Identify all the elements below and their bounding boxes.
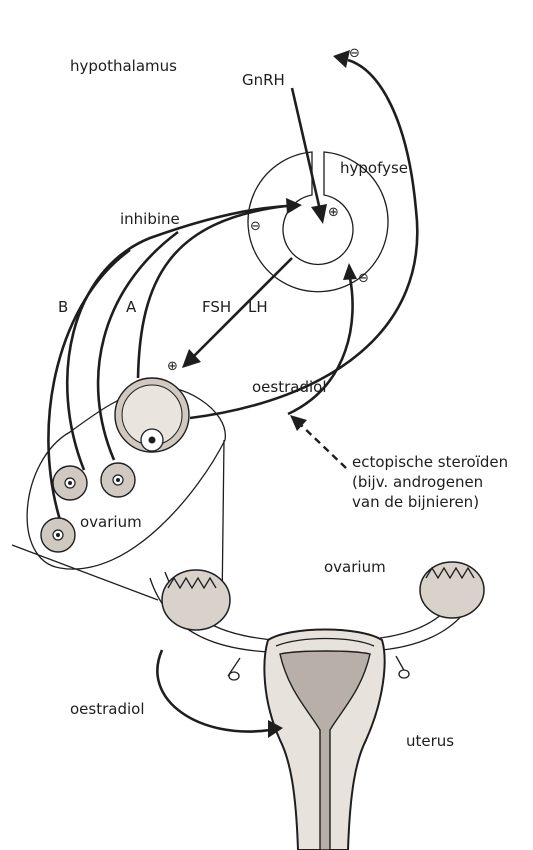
gnrh-arrowhead [311,204,327,224]
follicle-small-3 [41,518,75,552]
label-oestradiol-top: oestradiol [252,378,327,396]
follicle-small-1 [53,466,87,500]
label-a: A [126,298,137,316]
follicle-small-2 [101,463,135,497]
label-ovarium-left: ovarium [80,513,142,531]
label-lh: LH [248,298,268,316]
label-fsh: FSH [202,298,231,316]
label-ovarium-right: ovarium [324,558,386,576]
label-ectopic-line1: ectopische steroïden [352,453,508,471]
zoom-line-1 [12,545,158,600]
oestradiol-uterus-arrow [157,650,270,732]
label-hypothalamus: hypothalamus [70,57,177,75]
label-inhibine: inhibine [120,210,180,228]
minus-sign-pituitary-feedback: ⊖ [358,271,369,286]
ectopic-arrow [300,424,346,468]
plus-sign-pituitary: ⊕ [328,205,339,220]
ectopic-arrowhead [290,415,307,431]
inhibine-arc-a [138,206,286,378]
oestradiol-hypothalamus-feedback [190,60,417,418]
label-hypofyse: hypofyse [340,159,408,177]
follicle-large [115,378,189,452]
minus-sign-hypothalamus: ⊖ [349,46,360,61]
label-ectopic-line3: van de bijnieren) [352,493,479,511]
label-oestradiol-bottom: oestradiol [70,700,145,718]
label-b: B [58,298,68,316]
plus-sign-follicle: ⊕ [167,359,178,374]
label-gnrh: GnRH [242,71,285,89]
hypothalamus-feedback-arrowhead [333,50,350,68]
pituitary-feedback-arrowhead [343,263,357,280]
uterus-illustration [150,562,484,850]
minus-sign-inhibine: ⊖ [250,219,261,234]
label-uterus: uterus [406,732,454,750]
label-ectopic-line2: (bijv. androgenen [352,473,483,491]
gnrh-arrow [292,88,320,210]
